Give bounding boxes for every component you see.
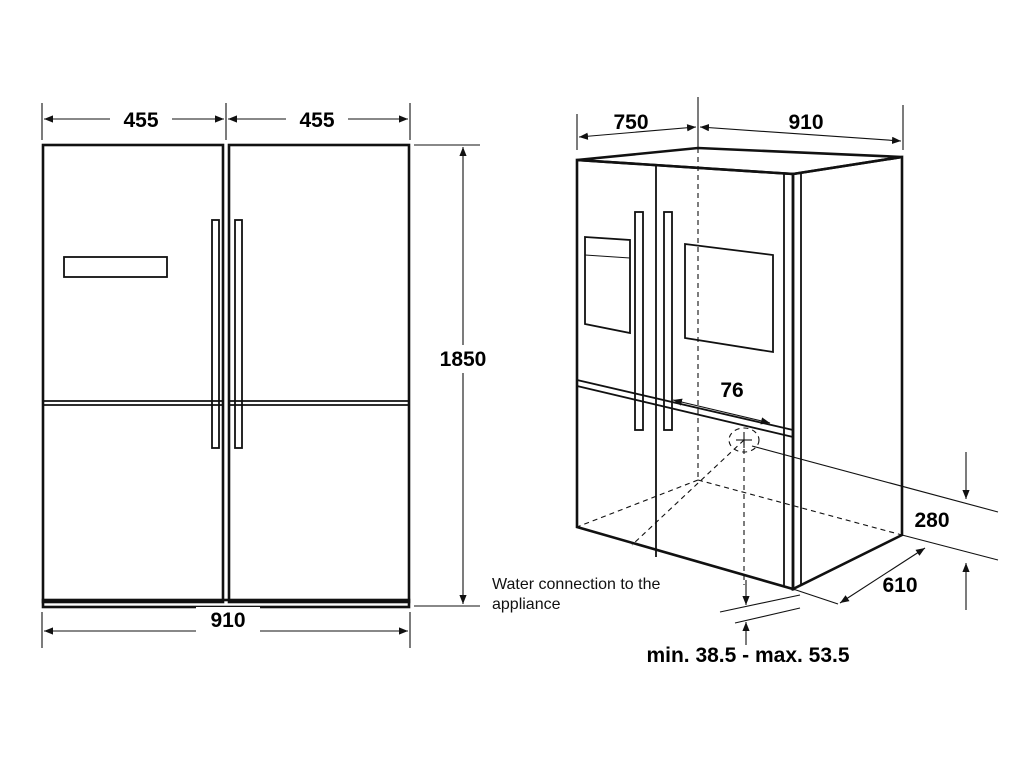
dim-label-iso-width: 910 — [788, 111, 823, 134]
iso-left-handle — [634, 211, 644, 431]
cabinet-front — [575, 158, 795, 591]
right-handle — [234, 219, 243, 449]
dim-label-right-door: 455 — [299, 109, 334, 132]
hidden-edge-left — [576, 479, 699, 528]
display-window — [684, 242, 774, 354]
dim-line-connection-offset — [672, 398, 771, 425]
dim-label-depth: 750 — [613, 111, 648, 134]
left-handle — [211, 219, 220, 449]
floor-extension — [901, 534, 999, 561]
label-bg — [286, 106, 348, 132]
isometric-view: 750 910 76 280 — [492, 97, 999, 667]
front-view: 455 455 1850 910 — [41, 103, 496, 648]
dim-label-connection-depth: 610 — [882, 574, 917, 597]
water-connection-point — [728, 427, 760, 453]
dim-label-total-width: 910 — [210, 609, 245, 632]
depth-extension-front — [792, 588, 839, 605]
hidden-edge-right — [697, 479, 903, 536]
label-bg — [110, 106, 172, 132]
door-divider — [576, 379, 794, 431]
dim-line-depth — [578, 124, 697, 140]
right-door — [227, 143, 411, 604]
iso-right-handle — [663, 211, 673, 431]
dispenser-panel-detail — [584, 254, 631, 259]
dim-label-clearance: min. 38.5 - max. 53.5 — [646, 644, 849, 667]
water-note-line1: Water connection to the — [492, 576, 660, 593]
dim-label-connection-offset: 76 — [720, 379, 743, 402]
display-panel — [63, 256, 168, 278]
cabinet-side — [791, 155, 904, 592]
connection-height-extension — [751, 445, 999, 513]
water-note-line2: appliance — [492, 596, 561, 613]
dim-label-connection-height: 280 — [914, 509, 949, 532]
label-bg — [430, 345, 496, 373]
clearance-extension-top — [719, 594, 801, 613]
fridge-base — [41, 598, 411, 609]
dispenser-panel — [584, 236, 631, 335]
water-pipe-hidden — [631, 439, 745, 546]
door-divider-lower — [576, 385, 794, 438]
dim-label-height: 1850 — [440, 348, 487, 371]
dim-line-iso-width — [699, 124, 902, 144]
left-door — [41, 143, 225, 604]
label-bg — [712, 377, 752, 401]
clearance-extension-bottom — [734, 607, 801, 624]
label-bg — [196, 607, 260, 633]
dim-label-left-door: 455 — [123, 109, 158, 132]
dim-line-connection-depth — [839, 547, 926, 604]
